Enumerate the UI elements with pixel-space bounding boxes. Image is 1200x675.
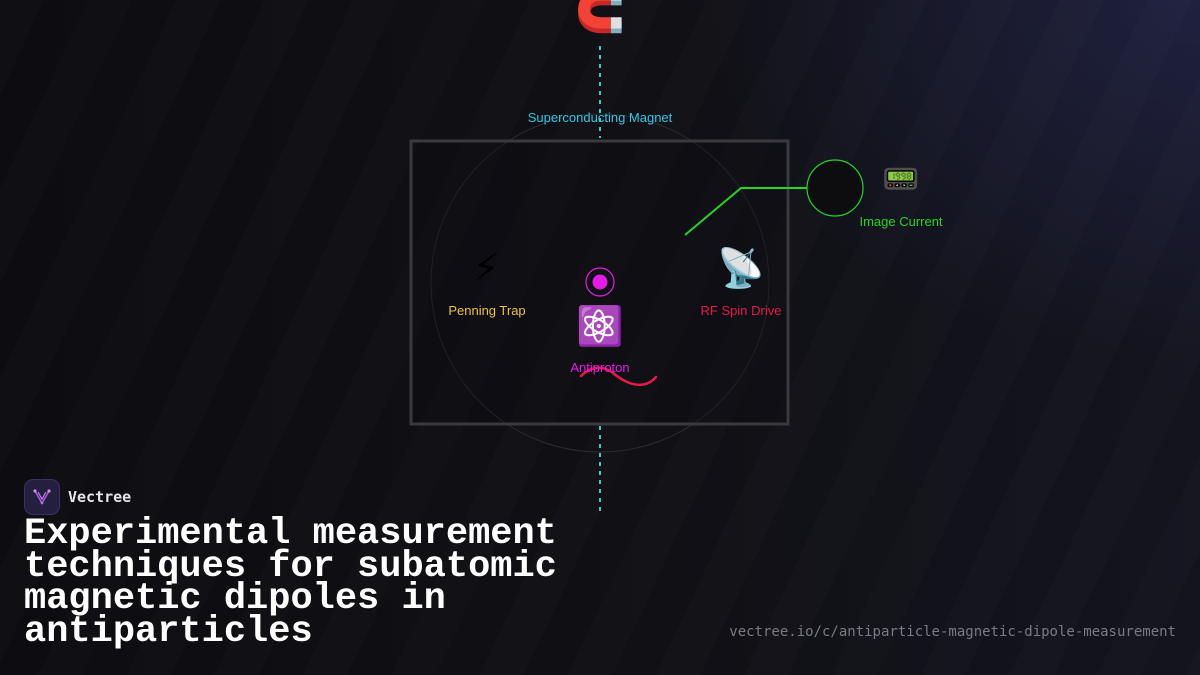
image-current-detector xyxy=(806,159,864,217)
image-current-label: Image Current xyxy=(859,214,943,229)
vectree-logo-mark xyxy=(33,489,51,505)
brand-name: Vectree xyxy=(68,488,132,506)
lightning-icon: ⚡ xyxy=(472,246,500,290)
rf-spin-drive-label: RF Spin Drive xyxy=(700,303,782,318)
image-current-signal-line xyxy=(684,187,808,236)
magnet-label: Superconducting Magnet xyxy=(527,110,673,125)
magnet-icon: 🧲 xyxy=(575,0,625,35)
vectree-logo-icon xyxy=(24,479,60,515)
pager-icon: 📟 xyxy=(882,162,920,197)
antiproton-particle xyxy=(592,274,608,290)
penning-trap-label: Penning Trap xyxy=(448,303,526,318)
source-url[interactable]: vectree.io/c/antiparticle-magnetic-dipol… xyxy=(729,624,1176,640)
page-title: Experimental measurement techniques for … xyxy=(24,513,557,653)
trap-field-ring xyxy=(430,113,770,453)
antiproton-orbit xyxy=(585,267,615,297)
satellite-dish-icon: 📡 xyxy=(717,246,765,290)
antiproton-label: Antiproton xyxy=(570,360,630,375)
atom-icon: ⚛️ xyxy=(576,304,624,348)
rf-spin-wave xyxy=(579,366,658,387)
brand: Vectree xyxy=(24,479,131,515)
